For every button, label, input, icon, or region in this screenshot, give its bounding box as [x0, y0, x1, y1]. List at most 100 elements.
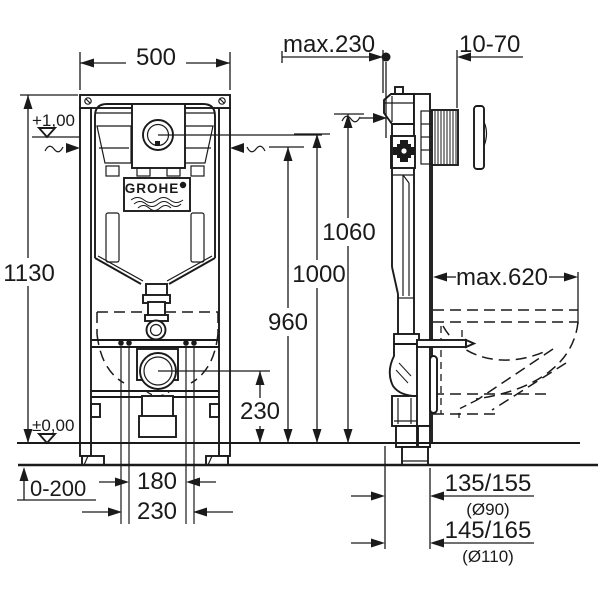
arrow-up-icon	[283, 147, 293, 161]
outlet-bend	[388, 333, 438, 466]
arrow-right-icon	[108, 507, 122, 517]
dim-1060: 1060	[322, 113, 376, 443]
flush-actuator	[131, 103, 322, 177]
tank-left	[96, 125, 132, 164]
fill-valve	[390, 135, 416, 169]
dim-label-960: 960	[268, 309, 308, 336]
arrow-right-icon	[115, 477, 129, 487]
arrow-up-icon	[255, 371, 265, 385]
level-mark-upper: +1,00	[32, 111, 80, 139]
outlet-socket	[138, 415, 177, 438]
dim-1000: 1000	[292, 133, 346, 443]
arrow-down-icon	[23, 429, 33, 443]
dim-frame-depth: max.230	[281, 31, 384, 93]
dim-frame-width: 500	[79, 44, 231, 90]
flush-plate	[473, 105, 488, 170]
brand-logo-text: GROHE	[125, 181, 180, 196]
level-label-plus1: +1,00	[32, 111, 75, 130]
arrow-left-icon	[230, 143, 244, 153]
arrow-up-icon	[19, 467, 29, 481]
level-triangle-icon	[36, 433, 58, 445]
arrow-up-icon	[312, 134, 322, 148]
side-foot	[401, 446, 429, 466]
logo-wave-icon	[133, 201, 182, 207]
dim-bowl-projection: max.620	[433, 264, 579, 324]
wave-icon	[246, 145, 266, 153]
wall-bracket	[383, 86, 415, 125]
front-view: GROHE	[79, 94, 322, 524]
dim-label-dia90: (Ø90)	[466, 500, 509, 519]
cistern-side-profile	[391, 124, 414, 334]
dim-label-1000: 1000	[292, 261, 345, 288]
dim-label-500: 500	[136, 44, 176, 71]
water-connection	[145, 319, 167, 341]
wall-sleeve	[429, 355, 438, 414]
arrow-up-icon	[343, 114, 353, 128]
arrow-right-icon	[216, 58, 230, 68]
frame-feet	[81, 455, 229, 466]
wc-mounting-studs	[118, 340, 197, 524]
supply-connection-marker	[381, 52, 391, 138]
flush-shaft	[420, 109, 459, 166]
stud-rod	[416, 338, 477, 349]
dim-label-1060: 1060	[322, 219, 375, 246]
logo-wave-icon	[130, 197, 184, 203]
dim-label-dia110: (Ø110)	[462, 547, 514, 566]
dim-960: 960	[268, 146, 308, 443]
dim-frame-height: 1130	[3, 94, 78, 443]
registered-mark-icon	[179, 181, 187, 189]
arrow-right-icon	[564, 272, 578, 282]
arrow-right-icon	[371, 491, 385, 501]
corner-screw-icon	[218, 97, 226, 105]
dim-stud-180: 180	[99, 468, 216, 495]
corner-screw-icon	[84, 97, 92, 105]
arrow-left-icon	[430, 491, 444, 501]
arrow-right-icon	[371, 538, 385, 548]
dim-label-230-outlet: 230	[240, 398, 280, 425]
side-view	[383, 86, 579, 466]
dim-stud-230: 230	[82, 498, 233, 525]
arrow-right-icon	[66, 143, 80, 153]
dim-actuator-range: 10-70	[456, 31, 523, 108]
arrow-left-icon	[186, 477, 200, 487]
dim-label-0-200: 0-200	[30, 476, 86, 501]
drain-outlet	[136, 348, 270, 438]
arrow-right-icon	[369, 52, 383, 62]
level-mark-floor: ±0,00	[32, 416, 74, 445]
dimensions: 500 1130 +1,00 ±0,00	[3, 31, 579, 566]
waterline-arrows	[44, 143, 266, 153]
dim-label-max620: max.620	[456, 264, 548, 291]
arrow-down-icon	[255, 429, 265, 443]
level-triangle-icon	[36, 127, 58, 139]
dim-outlet-height: 230	[240, 371, 280, 443]
dim-label-135-155: 135/155	[445, 470, 532, 497]
arrow-down-icon	[343, 429, 353, 443]
logo-wave-icon	[137, 205, 172, 211]
arrow-left-icon	[433, 272, 447, 282]
outlet-socket	[141, 395, 174, 418]
dim-label-180: 180	[137, 468, 177, 495]
dim-label-10-70: 10-70	[459, 31, 520, 58]
dim-outlet-offsets: 135/155 (Ø90) 145/165 (Ø110)	[351, 446, 534, 566]
flush-pipe	[142, 283, 171, 341]
arrow-left-icon	[457, 52, 471, 62]
arrow-up-icon	[23, 95, 33, 109]
dim-floor-buildup: 0-200	[17, 467, 96, 501]
crossbars	[91, 339, 219, 398]
arrow-left-icon	[193, 507, 207, 517]
arrow-right-icon	[373, 113, 387, 123]
connection-dot-icon	[381, 52, 391, 62]
wave-icon	[44, 145, 64, 153]
level-label-zero: ±0,00	[32, 416, 74, 435]
arrow-left-icon	[80, 58, 94, 68]
dim-label-230-bottom: 230	[137, 498, 177, 525]
dim-label-max230: max.230	[283, 31, 375, 58]
floor-lines	[17, 442, 598, 467]
arrow-left-icon	[430, 538, 444, 548]
dim-label-1130: 1130	[3, 260, 55, 287]
wc-bowl-outline-side	[433, 309, 579, 418]
arrow-down-icon	[312, 429, 322, 443]
bracket-wave-arrow	[341, 113, 387, 123]
